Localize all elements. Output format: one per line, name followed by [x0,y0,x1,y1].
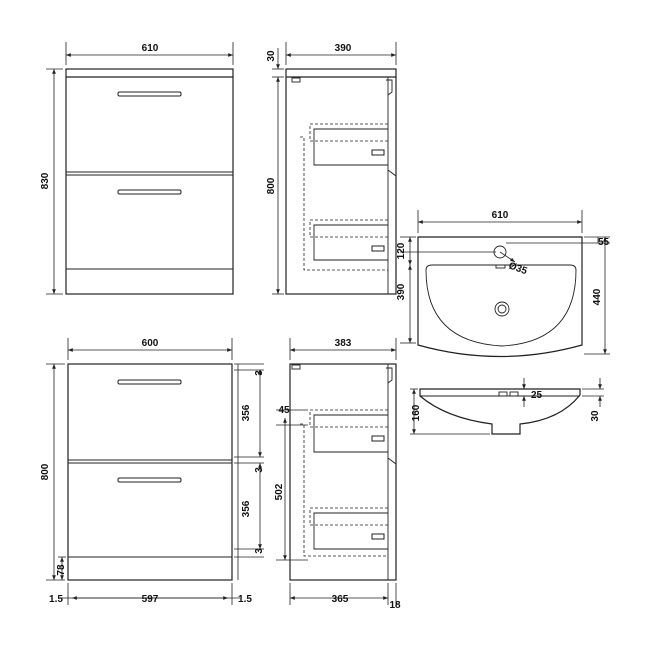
dim-bowl-depth-390: 390 [396,283,407,300]
dim-tap-hole: Ø35 [507,260,529,277]
drawer-runner [371,245,385,252]
dim-gap-bottom-3: 3 [254,548,265,554]
waste-outlet [494,301,510,317]
basin-bracket [386,79,393,96]
dim-drawer-356: 356 [241,404,252,421]
dim-inner-597: 597 [142,594,159,605]
dim-width-610: 610 [142,43,159,54]
basin-outline [417,236,583,358]
drawer-runner [371,435,385,442]
side-outline [285,68,397,295]
dim-rim-25: 25 [531,390,543,401]
dim-gap-top-3: 3 [254,370,265,376]
drawer-runner [371,533,385,540]
cabinet-outline [67,363,233,581]
dim-basin-width-610: 610 [492,210,509,221]
worktop-lip [291,364,301,370]
dim-depth-390: 390 [335,43,352,54]
basin-bowl [425,264,577,347]
worktop-lip [291,77,301,83]
tap-block [498,391,508,397]
dim-gap-mid-3: 3 [254,467,265,473]
dim-lip-30: 30 [590,410,601,422]
dim-width-600: 600 [142,338,159,349]
dim-height-830: 830 [40,172,51,189]
dim-height-800: 800 [40,463,51,480]
dim-depth-383: 383 [335,338,352,349]
dim-drawer-depth-502: 502 [274,483,285,500]
drawer-runner [371,149,385,156]
drawer-handle [117,189,182,195]
dim-height-800: 800 [266,177,277,194]
dim-top-30: 30 [266,50,277,62]
dim-plinth-78: 78 [56,564,67,576]
drawer-handle [117,477,182,483]
basin-side-view: 160 25 30 [410,378,604,435]
front-view-bottom: 600 800 78 3 356 3 356 3 1.5 597 1.5 [40,338,265,605]
dim-overall-depth-440: 440 [592,288,603,305]
dim-drawer-356: 356 [241,500,252,517]
dim-offset-45: 45 [278,405,290,416]
drawer-handle [117,379,182,385]
side-outline [289,363,397,581]
tap-block [509,391,519,397]
dim-side-right-1.5: 1.5 [238,594,252,605]
dim-front-55: 55 [598,237,610,248]
front-view-top: 610 830 [40,42,234,295]
dim-tap-offset-120: 120 [396,242,407,259]
side-view-top: 390 30 800 [266,42,397,295]
drawer-handle [117,91,182,97]
cabinet-outline [65,68,234,295]
basin-section [419,388,581,435]
dim-side-left-1.5: 1.5 [49,594,63,605]
dim-carcass-365: 365 [332,594,349,605]
dim-basin-height-160: 160 [411,404,422,421]
basin-plan-view: Ø35 610 120 390 55 440 [396,210,610,358]
dim-door-18: 18 [389,600,401,611]
side-view-bottom: 383 45 502 365 18 [274,338,401,611]
overflow-slot [495,264,506,269]
